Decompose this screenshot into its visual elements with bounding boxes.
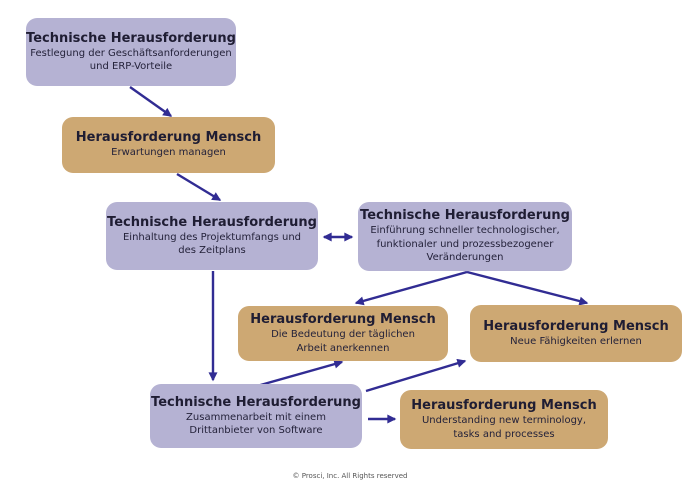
box-title: Technische Herausforderung — [151, 394, 361, 410]
box-subtitle-line: und ERP-Vorteile — [89, 61, 173, 72]
box-subtitle-line: Einführung schneller technologischer, — [370, 225, 560, 237]
human-challenge-expectations-box: Herausforderung Mensch Erwartungen manag… — [62, 117, 275, 173]
box-subtitle-line: tasks and processes — [453, 428, 555, 440]
arrow-change-to-skills — [466, 270, 589, 306]
box-subtitle-line: Erwartungen managen — [111, 147, 226, 159]
box-subtitle-line: Veränderungen — [426, 252, 504, 264]
box-title: Herausforderung Mensch — [483, 318, 669, 334]
technical-challenge-requirements-box: Technische Herausforderung Festlegung de… — [26, 18, 236, 86]
arrow-vendor-to-daily-work — [256, 359, 344, 388]
arrow-change-to-daily-work — [354, 270, 468, 306]
box-subtitle-line: Drittanbieter von Software — [189, 425, 323, 436]
box-title: Herausforderung Mensch — [411, 398, 597, 413]
box-subtitle-line: Neue Fähigkeiten erlernen — [510, 335, 642, 347]
box-subtitle-line: Understanding new terminology, — [421, 415, 587, 426]
box-subtitle-line: Die Bedeutung der täglichen — [271, 329, 415, 340]
technical-challenge-change-box: Technische Herausforderung Einführung sc… — [358, 202, 572, 271]
box-subtitle-line: Festlegung der Geschäftsanforderungen — [30, 47, 232, 59]
box-title: Technische Herausforderung — [360, 208, 570, 224]
box-title: Technische Herausforderung — [107, 214, 317, 230]
box-title: Herausforderung Mensch — [250, 312, 436, 327]
copyright-text: © Prosci, Inc. All Rights reserved — [292, 472, 408, 480]
arrow-requirements-to-expectations — [129, 86, 173, 117]
human-challenge-terminology-box: Herausforderung Mensch Understanding new… — [400, 390, 608, 449]
human-challenge-skills-box: Herausforderung Mensch Neue Fähigkeiten … — [470, 305, 682, 362]
technical-challenge-vendor-box: Technische Herausforderung Zusammenarbei… — [150, 384, 362, 448]
technical-challenge-scope-box: Technische Herausforderung Einhaltung de… — [106, 202, 318, 270]
box-subtitle-line: Einhaltung des Projektumfangs und — [122, 231, 302, 243]
box-title: Herausforderung Mensch — [75, 130, 262, 146]
box-title: Technische Herausforderung — [26, 30, 236, 46]
box-subtitle-line: Zusammenarbeit mit einem — [186, 411, 326, 423]
human-challenge-daily-work-box: Herausforderung Mensch Die Bedeutung der… — [238, 306, 448, 361]
arrow-expectations-to-scope — [176, 172, 222, 202]
arrow-vendor-to-skills — [365, 358, 467, 393]
box-subtitle-line: Arbeit anerkennen — [296, 342, 390, 354]
box-subtitle-line: funktionaler und prozessbezogener — [376, 238, 554, 250]
box-subtitle-line: des Zeitplans — [178, 245, 246, 256]
